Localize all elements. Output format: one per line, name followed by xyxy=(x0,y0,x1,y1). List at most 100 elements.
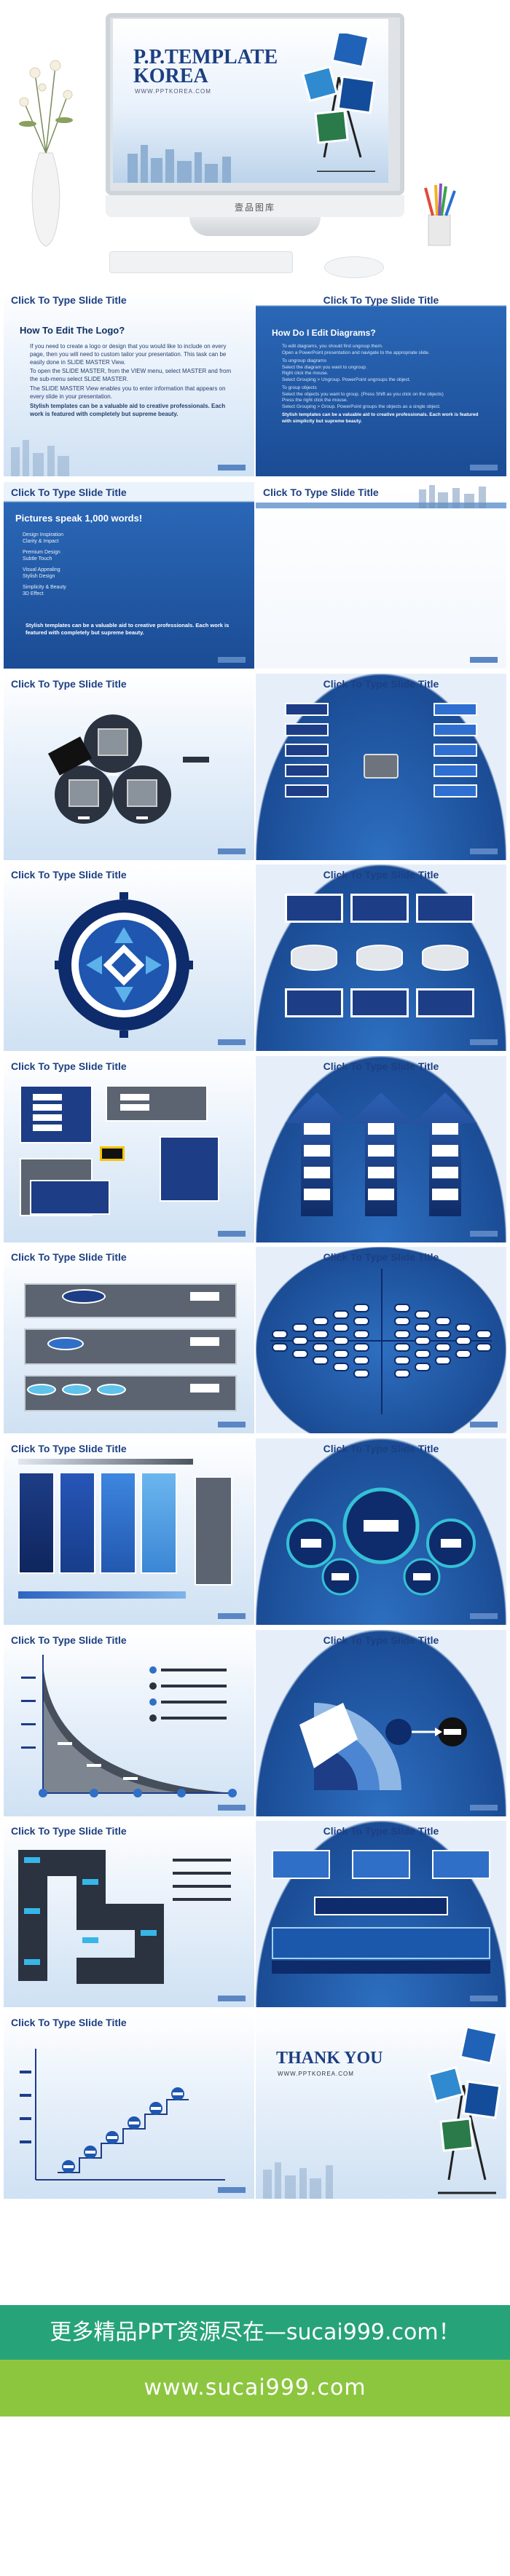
diagram-box xyxy=(435,1343,451,1352)
diagram-box xyxy=(285,764,329,777)
diagram-box xyxy=(415,1350,431,1358)
slide-5[interactable]: Click To Type Slide Title xyxy=(4,674,254,860)
diagram-box xyxy=(432,1167,458,1178)
diagram-box xyxy=(434,703,477,716)
diagram-box xyxy=(394,1369,410,1378)
slide-6[interactable]: Click To Type Slide Title xyxy=(256,674,506,860)
slide-4[interactable]: Click To Type Slide Title xyxy=(256,482,506,669)
slide-title: Click To Type Slide Title xyxy=(323,1060,439,1072)
slide-18[interactable]: Click To Type Slide Title xyxy=(256,1821,506,2007)
diagram-box xyxy=(149,1666,157,1674)
slide-paragraph: The SLIDE MASTER View enables you to ent… xyxy=(30,385,226,400)
slide-1[interactable]: Click To Type Slide Title How To Edit Th… xyxy=(4,290,254,476)
diagram-box xyxy=(368,1167,394,1178)
diagram-box xyxy=(333,1336,349,1345)
diagram-box xyxy=(161,1717,227,1720)
diagram-box xyxy=(161,1701,227,1703)
diagram-box xyxy=(368,1145,394,1157)
diagram-box xyxy=(33,1094,62,1100)
slide-17[interactable]: Click To Type Slide Title xyxy=(4,1821,254,2007)
diagram-box xyxy=(434,723,477,736)
diagram-box xyxy=(476,1343,492,1352)
diagram-box xyxy=(353,1330,369,1339)
slide-3[interactable]: Click To Type Slide Title Pictures speak… xyxy=(4,482,254,669)
diagram-box xyxy=(435,1356,451,1365)
diagram-box xyxy=(416,988,474,1017)
diagram-box xyxy=(173,1859,231,1862)
promo-url-banner[interactable]: www.sucai999.com xyxy=(0,2360,510,2417)
mouse-image xyxy=(324,256,384,278)
slide-title: Click To Type Slide Title xyxy=(11,1634,127,1646)
fan-diagram xyxy=(299,1703,467,1790)
thank-you-url: WWW.PPTKOREA.COM xyxy=(278,2071,354,2077)
slide-title: Click To Type Slide Title xyxy=(323,1825,439,1837)
diagram-box xyxy=(432,1123,458,1135)
promo-banner[interactable]: 更多精品PPT资源尽在—sucai999.com！ xyxy=(0,2305,510,2360)
slide-15[interactable]: Click To Type Slide Title xyxy=(4,1630,254,1816)
city-skyline-image xyxy=(11,440,69,476)
diagram-box xyxy=(455,1336,471,1345)
slide-paragraph: Select Grouping > Group. PowerPoint grou… xyxy=(282,403,441,409)
slide-paragraph: To open the SLIDE MASTER, from the VIEW … xyxy=(30,368,232,382)
slide-paragraph: To edit diagrams, you should first ungro… xyxy=(282,344,383,349)
slide-14[interactable]: Click To Type Slide Title xyxy=(256,1438,506,1625)
diagram-box xyxy=(33,1114,62,1121)
slide-20[interactable]: THANK YOU WWW.PPTKOREA.COM xyxy=(256,2012,506,2199)
slide-title: Click To Type Slide Title xyxy=(11,1060,127,1072)
slide-2[interactable]: Click To Type Slide Title How Do I Edit … xyxy=(256,290,506,476)
slide-title: Click To Type Slide Title xyxy=(323,869,439,881)
diagram-box xyxy=(333,1350,349,1358)
slide-title: Click To Type Slide Title xyxy=(11,678,127,690)
photo-tiles-graphic xyxy=(301,34,376,172)
slide-paragraph: If you need to create a logo or design t… xyxy=(30,343,227,366)
slide-12[interactable]: Click To Type Slide Title xyxy=(256,1247,506,1433)
city-skyline-image xyxy=(263,2162,333,2199)
slide-19[interactable]: Click To Type Slide Title xyxy=(4,2012,254,2199)
diagram-box xyxy=(285,723,329,736)
slide-title: Click To Type Slide Title xyxy=(323,678,439,690)
slide-title: Click To Type Slide Title xyxy=(323,1634,439,1646)
diagram-box xyxy=(353,1304,369,1312)
diagram-box xyxy=(292,1323,308,1332)
slide-title: Click To Type Slide Title xyxy=(11,869,127,881)
slide-16[interactable]: Click To Type Slide Title xyxy=(256,1630,506,1816)
diagram-box xyxy=(149,1698,157,1706)
circular-ring-diagram xyxy=(55,892,193,1038)
photo-tiles-graphic xyxy=(427,2027,501,2194)
list-item: Clarity & Impact xyxy=(23,539,59,544)
slide-13[interactable]: Click To Type Slide Title xyxy=(4,1438,254,1625)
hero-title-line1: P.P.TEMPLATE xyxy=(133,46,278,68)
slide-11[interactable]: Click To Type Slide Title xyxy=(4,1247,254,1433)
list-item: 3D Effect xyxy=(23,591,44,596)
diagram-box xyxy=(149,1714,157,1722)
slide-paragraph: Right click the mouse. xyxy=(282,371,329,376)
slide-paragraph: Stylish templates can be a valuable aid … xyxy=(30,403,226,417)
slide-9[interactable]: Click To Type Slide Title xyxy=(4,1056,254,1242)
slide-paragraph: To ungroup diagrams xyxy=(282,358,327,363)
list-item: Simplicity & Beauty xyxy=(23,585,66,590)
slide-8[interactable]: Click To Type Slide Title xyxy=(256,864,506,1051)
monitor-image: P.P.TEMPLATE KOREA WWW.PPTKOREA.COM 壹品图库 xyxy=(106,13,404,217)
list-item: Design Inspiration xyxy=(23,532,64,537)
diagram-box xyxy=(394,1330,410,1339)
diagram-box xyxy=(455,1323,471,1332)
diagram-box xyxy=(416,894,474,923)
diagram-box xyxy=(285,894,343,923)
diagram-box xyxy=(435,1330,451,1339)
slide-heading: Pictures speak 1,000 words! xyxy=(15,513,143,524)
circle-cluster-diagram xyxy=(47,714,171,824)
slide-heading: How To Edit The Logo? xyxy=(20,325,125,336)
staircase-diagram xyxy=(20,2049,225,2181)
slide-7[interactable]: Click To Type Slide Title xyxy=(4,864,254,1051)
monitor-stand xyxy=(189,217,321,236)
slide-title: Click To Type Slide Title xyxy=(323,1251,439,1263)
diagram-box xyxy=(353,1369,369,1378)
slide-title: Click To Type Slide Title xyxy=(11,2017,127,2028)
diagram-box xyxy=(422,945,468,971)
slide-title: Click To Type Slide Title xyxy=(11,1825,127,1837)
diagram-box xyxy=(368,1123,394,1135)
diagram-box xyxy=(285,988,343,1017)
slide-10[interactable]: Click To Type Slide Title xyxy=(256,1056,506,1242)
diagram-box xyxy=(333,1323,349,1332)
diagram-box xyxy=(173,1898,231,1901)
